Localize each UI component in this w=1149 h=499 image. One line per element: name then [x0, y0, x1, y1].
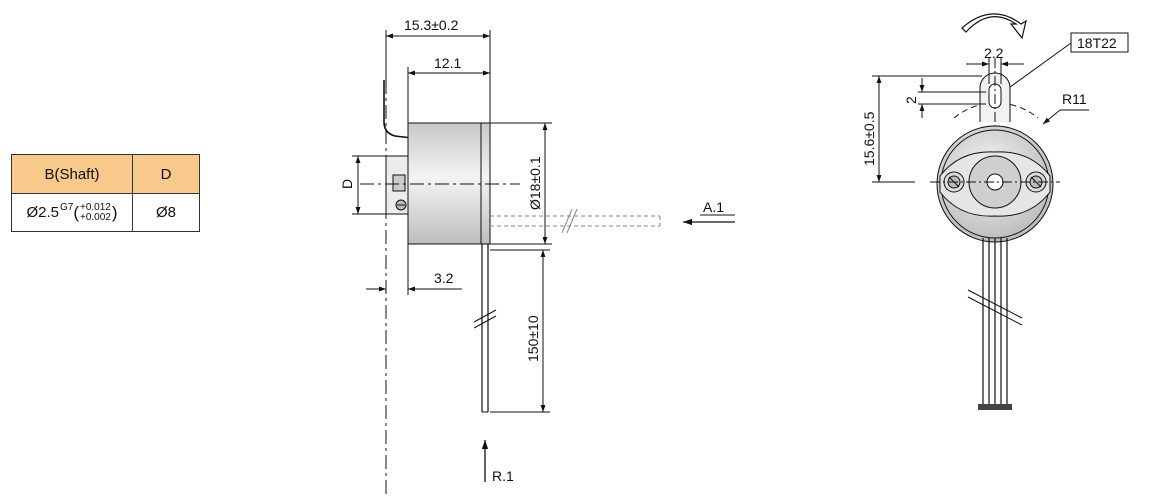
shaft-slot — [392, 174, 406, 192]
side-view — [352, 30, 735, 495]
front-view-labels: 18T22 2.2 2 15.6±0.5 R11 — [861, 35, 1117, 166]
lead-wires — [982, 238, 1008, 408]
cable-break-mark — [561, 208, 573, 234]
label-part-code: 18T22 — [1077, 35, 1117, 51]
paren-open: ( — [73, 203, 79, 223]
side-view-labels: 15.3±0.2 12.1 D Ø18±0.1 3.2 150±10 A.1 R… — [339, 17, 724, 484]
shaft-tol-lower: +0.002 — [80, 212, 111, 224]
label-lead-length: 150±10 — [525, 315, 541, 362]
front-view — [872, 13, 1129, 410]
shaft-tol-upper: +0.012 — [80, 202, 111, 214]
label-overall-length: 15.3±0.2 — [404, 17, 459, 33]
spec-table: B(Shaft) D Ø2.5G7(+0.012+0.002) Ø8 — [11, 154, 200, 232]
cell-d: Ø8 — [132, 193, 200, 232]
spec-table-row: Ø2.5G7(+0.012+0.002) Ø8 — [11, 193, 200, 232]
label-d: D — [339, 179, 355, 189]
paren-close: ) — [111, 203, 118, 223]
label-body-length: 12.1 — [434, 55, 461, 71]
ghost-cable — [490, 215, 661, 227]
part-code-leader — [1005, 42, 1072, 91]
leads-break-mark — [967, 289, 1023, 319]
label-a1: A.1 — [703, 199, 724, 215]
rotation-arrow-icon — [961, 13, 1027, 40]
lead-break-mark — [473, 309, 497, 323]
shaft-base: Ø2.5 — [26, 203, 59, 221]
label-flange-offset: 3.2 — [434, 270, 454, 286]
header-shaft: B(Shaft) — [11, 154, 133, 194]
spec-table-header-row: B(Shaft) D — [11, 154, 200, 194]
label-diameter: Ø18±0.1 — [527, 156, 543, 210]
part-code-box — [1070, 32, 1129, 53]
header-d: D — [132, 154, 200, 194]
label-tab-hole: 2 — [903, 96, 919, 104]
mounting-bracket — [383, 80, 413, 139]
shaft-fit: G7 — [59, 201, 74, 213]
label-tab-width: 2.2 — [984, 45, 1004, 61]
label-height: 15.6±0.5 — [861, 111, 877, 166]
label-radius: R11 — [1062, 91, 1087, 107]
cell-shaft: Ø2.5G7(+0.012+0.002) — [11, 193, 133, 232]
label-r1: R.1 — [492, 468, 514, 484]
shaft-tolerance: +0.012+0.002 — [80, 203, 111, 223]
